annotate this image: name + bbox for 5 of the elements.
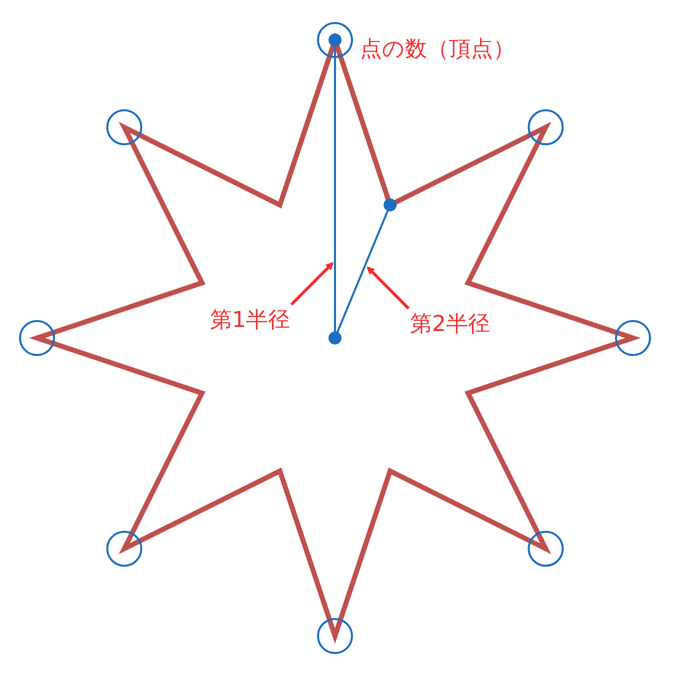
leader-arrow [290, 262, 334, 306]
radius-label: 第1半径 [210, 308, 290, 334]
vertex-label: 点の数（頂点） [360, 37, 515, 63]
radius-label: 第2半径 [410, 312, 490, 338]
leader-arrow [366, 266, 410, 310]
